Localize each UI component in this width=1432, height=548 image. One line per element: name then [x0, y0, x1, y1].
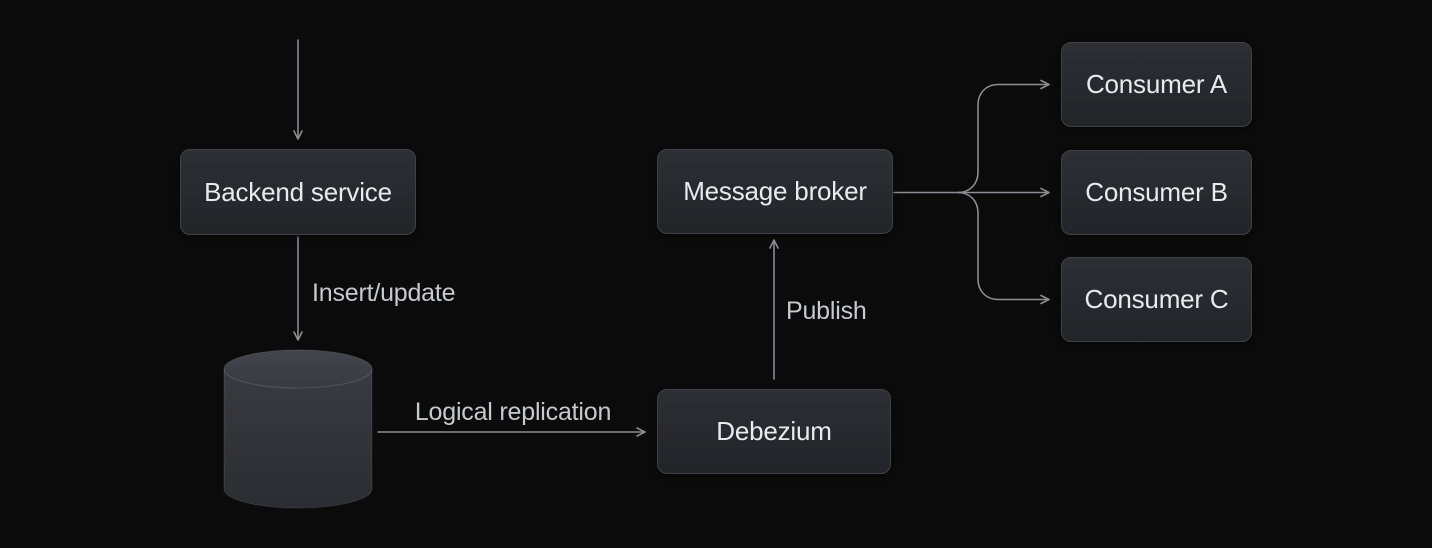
node-consumer-a-label: Consumer A [1085, 69, 1228, 99]
arrow-broker-to-consumer-a [957, 79, 1050, 194]
node-debezium: Debezium [657, 389, 891, 474]
node-debezium-label: Debezium [716, 416, 832, 446]
node-backend-service-label: Backend service [204, 176, 392, 207]
edge-label-logical-replication: Logical replication [414, 398, 612, 426]
node-message-broker-label: Message broker [683, 176, 867, 206]
edge-label-insert-update: Insert/update [312, 279, 456, 307]
node-consumer-c: Consumer C [1061, 257, 1252, 342]
arrow-broker-to-consumer-c [957, 191, 1050, 305]
node-consumer-b: Consumer B [1061, 150, 1252, 235]
node-consumer-a: Consumer A [1061, 42, 1252, 127]
database-cylinder-icon [223, 349, 373, 509]
node-backend-service: Backend service [180, 149, 416, 235]
node-consumer-b-label: Consumer B [1085, 177, 1228, 207]
node-message-broker: Message broker [657, 149, 893, 234]
node-consumer-c-label: Consumer C [1084, 284, 1229, 314]
edge-label-publish: Publish [786, 297, 867, 325]
